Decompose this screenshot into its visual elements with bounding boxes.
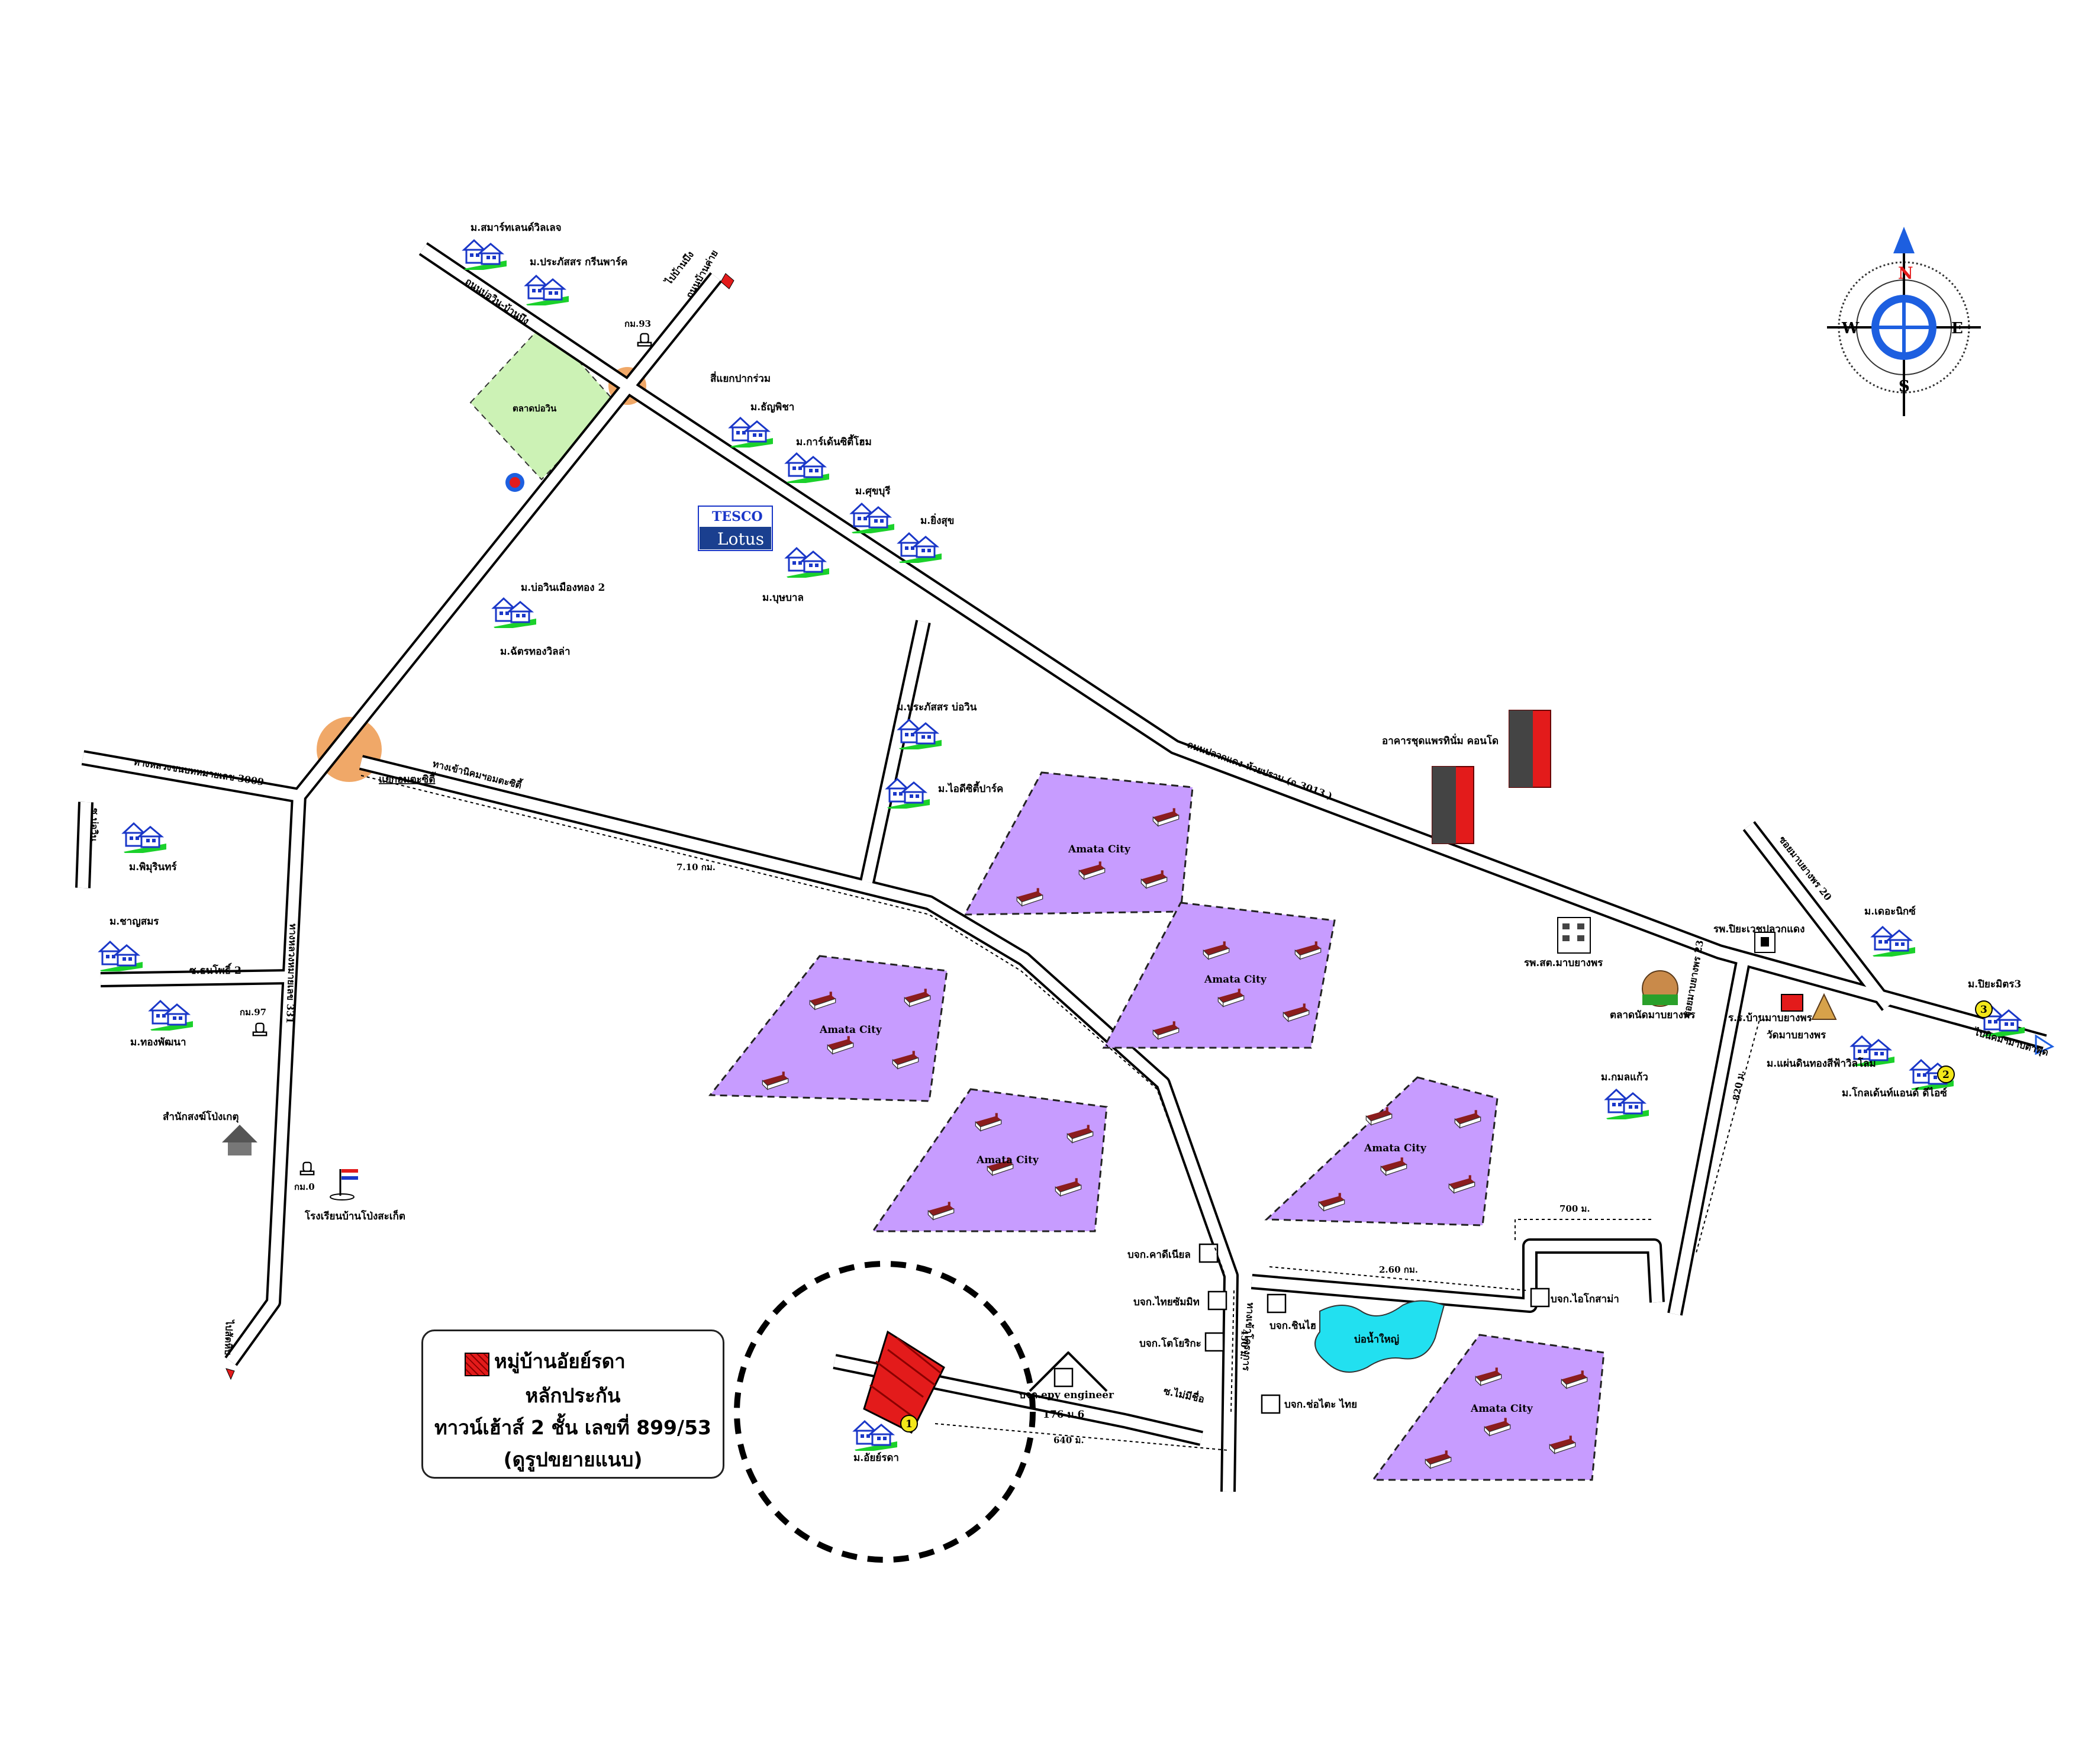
place-label: ม.แผ่นดินทองสีฟ้าวิลโลม <box>1767 1057 1876 1070</box>
road-label: ซ.บ่อวิน <box>88 808 101 842</box>
place-label: ม.ยิ่งสุข <box>920 513 954 527</box>
place-labels: ม.สมาร์ทเลนด์วิลเลจ ม.ประภัสสร กรีนพาร์ค… <box>109 221 2021 1464</box>
amata-label: Amata City <box>1204 974 1267 986</box>
place-label: ร.ร.บ้านมาบยางพร <box>1728 1012 1813 1024</box>
amata-label: Amata City <box>1364 1142 1427 1154</box>
place-label: สี่แยกปากร่วม <box>710 371 771 385</box>
place-label: รพ.สต.มาบยางพร <box>1524 957 1603 969</box>
east-arrow-tip <box>2035 1034 2055 1055</box>
road-label: ถนนบ่อวิน-บ้านบึง <box>463 276 531 327</box>
road-label: ถนนปลวกแดง-ห้วยปราบ (ฉ.3013 ) <box>1186 739 1334 802</box>
place-label: บจก.คาดีเนียล <box>1127 1248 1191 1261</box>
place-label: โรงเรียนบ้านโป่งสะเก็ต <box>304 1209 405 1222</box>
place-label: ม.บ่อวินเมืองทอง 2 <box>521 581 605 594</box>
place-label: 176 ม.6 <box>1043 1409 1084 1421</box>
amata-parcels <box>708 771 1605 1481</box>
amata-label: Amata City <box>819 1024 882 1036</box>
road-label: ซอยมาบยางพร 23 <box>1681 939 1706 1019</box>
place-label: ม.สมาร์ทเลนด์วิลเลจ <box>471 221 562 234</box>
bo-win-market-area <box>469 321 617 481</box>
pond-label: บ่อน้ำใหญ่ <box>1354 1331 1399 1345</box>
amata-label: Amata City <box>1470 1403 1533 1415</box>
place-label: บจก.โตโยริกะ <box>1139 1337 1201 1350</box>
place-label: กม.93 <box>624 318 651 329</box>
gas-station-icon <box>505 473 524 492</box>
place-label: ม.ธัญพิชา <box>750 401 794 413</box>
amata-label: Amata City <box>1068 844 1131 855</box>
distance-label: 2.60 กม. <box>1379 1264 1418 1275</box>
place-label: บจก.epy engineer <box>1019 1389 1114 1401</box>
place-label: กม.97 <box>240 1007 266 1018</box>
north-arrow-tip <box>720 273 734 289</box>
compass-e: E <box>1951 320 1963 337</box>
distance-lines <box>360 775 1761 1451</box>
legend-collateral: หลักประกัน <box>525 1384 621 1407</box>
legend-swatch <box>465 1353 489 1376</box>
amata-label: Amata City <box>976 1154 1039 1166</box>
condo-buildings <box>1432 710 1551 844</box>
distance-label: 820 ม. <box>1731 1070 1747 1102</box>
place-label: ม.ปิยะมิตร3 <box>1968 978 2021 990</box>
place-label: ม.อัยย์รดา <box>853 1451 899 1464</box>
place-label: ม.กมลแก้ว <box>1601 1071 1648 1083</box>
place-label: ม.โกลเด้นท์แอนด์ ดีไอซ์ <box>1842 1087 1947 1099</box>
place-label: ม.การ์เด้นซิตี้โฮม <box>796 434 872 448</box>
compass-n: N <box>1898 263 1913 283</box>
marker-1: 1 <box>906 1418 913 1430</box>
place-label: ม.พิมุรินทร์ <box>129 861 177 873</box>
distance-label: 640 ม. <box>1053 1435 1084 1446</box>
place-label: บจก.ชินไฮ <box>1269 1319 1316 1332</box>
place-label: สำนักสงฆ์โป่งเกตุ <box>163 1110 239 1123</box>
place-label: ตลาดนัดมาบยางพร <box>1610 1009 1696 1021</box>
place-label: ม.ไอดีซิตี้ปาร์ค <box>938 781 1003 795</box>
marker-3: 3 <box>1980 1004 1987 1016</box>
place-label: ม.ฉัตรทองวิลล่า <box>500 646 571 658</box>
place-label: ม.บุษบาล <box>762 592 804 604</box>
place-label: ม.ประภัสสร บ่อวิน <box>897 701 977 713</box>
tesco-lotus-logo: TESCO Lotus <box>698 506 773 551</box>
landmark-icons <box>222 917 1837 1200</box>
compass-w: W <box>1841 320 1860 337</box>
legend-note: (ดูรูปขยายแนบ) <box>503 1448 643 1471</box>
amata-labels: Amata City Amata City Amata City Amata C… <box>819 844 1533 1415</box>
compass-s: S <box>1899 378 1910 395</box>
place-label: ม.ประภัสสร กรีนพาร์ค <box>530 256 627 268</box>
place-label: ม.ศุขบุรี <box>855 485 891 497</box>
tesco-text: TESCO <box>712 509 763 524</box>
place-label: บจก.ช่อไตะ ไทย <box>1284 1398 1357 1411</box>
distance-label: 700 ม. <box>1559 1203 1590 1214</box>
road-label: ไปสัตหีบ <box>223 1319 235 1356</box>
place-label: ตลาดบ่อวิน <box>513 403 557 414</box>
place-label: บจก.ไทยซัมมิท <box>1133 1296 1200 1308</box>
place-label: รพ.ปิยะเวชปลวกแดง <box>1713 923 1805 935</box>
place-label: วัดมาบยางพร <box>1767 1029 1826 1041</box>
distance-label: 7.10 กม. <box>676 862 716 873</box>
place-label: ม.เดอะนิกซ์ <box>1864 905 1916 918</box>
south-arrow-tip <box>225 1368 235 1380</box>
legend-box: หมู่บ้านอัยย์รดา หลักประกัน ทาวน์เฮ้าส์ … <box>421 1330 724 1479</box>
marker-2: 2 <box>1942 1069 1950 1081</box>
pond <box>1314 1300 1445 1373</box>
place-label: กม.0 <box>294 1182 315 1192</box>
place-label: ม.ชาญสมร <box>109 916 159 928</box>
legend-property: ทาวน์เฮ้าส์ 2 ชั้น เลขที่ 899/53 <box>434 1416 711 1439</box>
place-label: ม.ทองพัฒนา <box>130 1036 186 1048</box>
project-site <box>734 1261 1036 1563</box>
yellow-markers: 1 2 3 <box>900 1000 1993 1433</box>
km-post-icons <box>252 333 652 1176</box>
lotus-text: Lotus <box>717 529 764 549</box>
place-label: ซ.ไม่มีชื่อ <box>1162 1383 1206 1405</box>
place-label: ซ.ธนโพธิ์ 2 <box>189 963 241 977</box>
place-label: บจก.ไอโกสาม่า <box>1551 1293 1619 1305</box>
compass-rose: N S E W <box>1827 227 1981 416</box>
legend-village: หมู่บ้านอัยย์รดา <box>494 1350 626 1373</box>
place-label: แยกอมตะซิตี้ <box>379 771 436 786</box>
place-label: อาคารชุดแพรทินั่ม คอนโด <box>1382 733 1499 747</box>
distance-label: 450 ม. <box>1238 1329 1250 1360</box>
